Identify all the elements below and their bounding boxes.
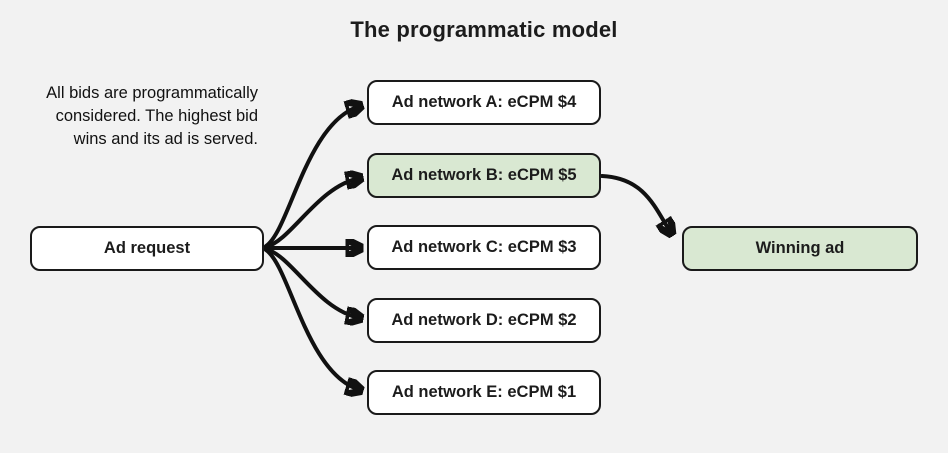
annotation-line-1: All bids are programmatically [46, 84, 258, 102]
node-ad-network-a-label: Ad network A: eCPM $4 [391, 93, 577, 111]
node-ad-request-label: Ad request [103, 239, 191, 257]
arrow-request-to-network-a [264, 106, 360, 248]
node-ad-network-d-label: Ad network D: eCPM $2 [391, 311, 577, 329]
node-ad-network-b: Ad network B: eCPM $5 [367, 153, 601, 198]
annotation-line-2: considered. The highest bid [55, 107, 258, 125]
node-ad-network-d: Ad network D: eCPM $2 [367, 298, 601, 343]
node-ad-request: Ad request [30, 226, 264, 271]
node-ad-network-e: Ad network E: eCPM $1 [367, 370, 601, 415]
node-ad-network-e-label: Ad network E: eCPM $1 [391, 383, 577, 401]
arrow-request-to-network-b [264, 178, 360, 249]
node-winning-ad: Winning ad [682, 226, 918, 271]
arrow-network-b-to-winning-ad [600, 174, 671, 233]
node-ad-network-c-label: Ad network C: eCPM $3 [391, 238, 577, 256]
diagram-title: The programmatic model [350, 17, 618, 42]
annotation-line-3: wins and its ad is served. [73, 130, 258, 148]
arrow-request-to-network-d [264, 247, 360, 318]
node-winning-ad-label: Winning ad [755, 239, 845, 257]
arrow-request-to-network-e [264, 248, 360, 390]
annotation-text: All bids are programmatically considered… [0, 82, 258, 151]
node-ad-network-b-label: Ad network B: eCPM $5 [391, 166, 577, 184]
node-ad-network-a: Ad network A: eCPM $4 [367, 80, 601, 125]
node-ad-network-c: Ad network C: eCPM $3 [367, 225, 601, 270]
